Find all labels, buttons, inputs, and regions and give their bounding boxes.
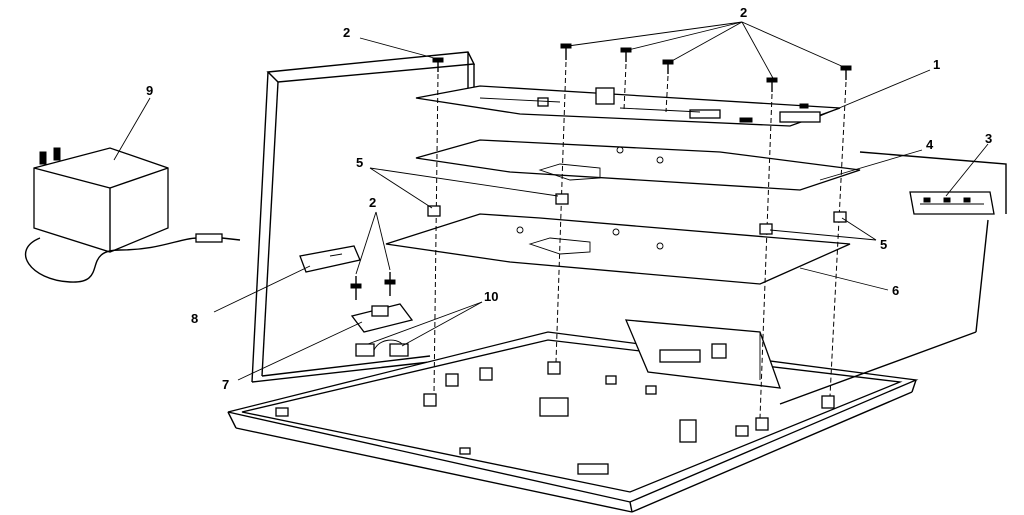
plate-4 [415, 139, 861, 191]
plate-6 [385, 213, 851, 285]
callout-2-top-left: 2 [343, 25, 351, 40]
base-tray [227, 319, 919, 513]
callout-9: 9 [146, 83, 154, 98]
alignment-lines [433, 61, 847, 419]
callout-7: 7 [222, 377, 230, 392]
cover-panel [251, 51, 476, 383]
callout-6: 6 [892, 283, 900, 298]
bracket-8 [299, 245, 361, 273]
clips-10 [355, 339, 409, 357]
circuit-board-1 [415, 85, 841, 127]
callout-5-right: 5 [880, 237, 888, 252]
power-adapter-9 [24, 147, 241, 283]
switch-assembly-7 [350, 272, 414, 333]
callout-5-left: 5 [356, 155, 364, 170]
leader-lines [113, 21, 989, 381]
callout-2-mid: 2 [369, 195, 377, 210]
callout-4: 4 [926, 137, 934, 152]
screws-top [432, 43, 852, 92]
callout-3: 3 [985, 131, 993, 146]
callout-8: 8 [191, 311, 199, 326]
spacers-5 [427, 193, 847, 235]
callout-2-top: 2 [740, 5, 748, 20]
callout-10: 10 [484, 289, 499, 304]
callout-1: 1 [933, 57, 941, 72]
connector-3 [779, 151, 1007, 405]
